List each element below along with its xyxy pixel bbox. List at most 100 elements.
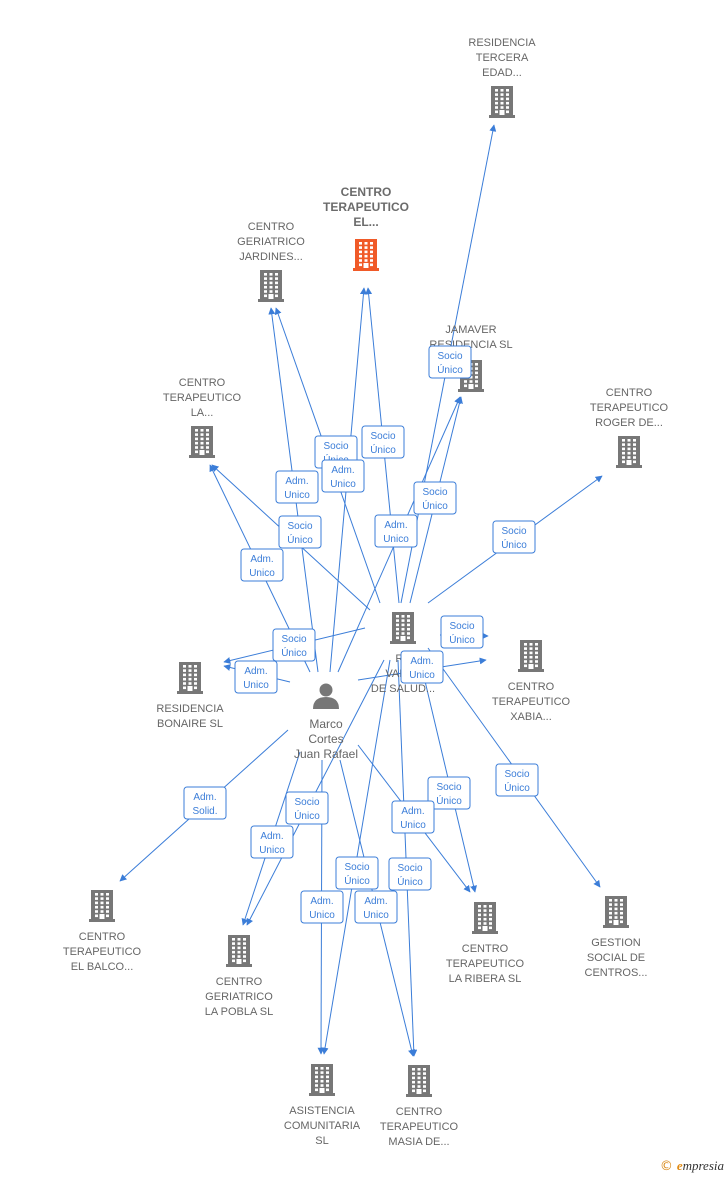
edge-label[interactable]: Adm.Unico <box>250 825 294 859</box>
edge-label-text: Único <box>437 363 463 376</box>
node-label: CENTRO <box>606 387 653 399</box>
node-label: ASISTENCIA <box>289 1105 355 1117</box>
edge-label[interactable]: Adm.Unico <box>300 890 344 924</box>
node-label: SL <box>315 1135 328 1147</box>
building-icon <box>472 902 498 934</box>
edge-label-text: Adm. <box>244 666 267 677</box>
edge-label-text: Socio <box>501 526 526 537</box>
edge-label-box <box>240 548 284 582</box>
edge-label-text: Único <box>449 633 475 646</box>
edge-label-text: Único <box>294 809 320 822</box>
edge-label[interactable]: Adm.Unico <box>240 548 284 582</box>
edge-label-box <box>354 890 398 924</box>
edge-labels-layer: SocioÚnicoSocioÚnicoSocioÚnicoSocioÚnico… <box>183 345 539 924</box>
node-label: TERAPEUTICO <box>63 946 142 958</box>
node-label: Cortes <box>308 732 343 746</box>
edge-label[interactable]: Adm. Unico <box>234 660 278 694</box>
edge-label-text: Único <box>436 794 462 807</box>
node-label: RESIDENCIA <box>156 703 224 715</box>
edge-label-box <box>374 514 418 548</box>
node-residencia-tercera[interactable]: RESIDENCIATERCERAEDAD... <box>468 37 536 118</box>
edge-label-box <box>492 520 536 554</box>
edge-label[interactable]: Adm.Unico <box>391 800 435 834</box>
node-label: TERCERA <box>476 52 529 64</box>
edge-label-text: Unico <box>330 479 356 490</box>
edge-label-text: Unico <box>243 680 269 691</box>
edge-label-text: Único <box>281 646 307 659</box>
empresia-brand[interactable]: ©empresia <box>660 1158 724 1174</box>
node-label: LA POBLA SL <box>205 1006 274 1018</box>
edge-label-text: Socio <box>287 521 312 532</box>
node-label: Juan Rafael <box>294 747 358 761</box>
edge-label-box <box>278 515 322 549</box>
node-label: CENTRO <box>248 221 295 233</box>
node-bonaire[interactable]: RESIDENCIA BONAIRE SL <box>156 662 224 730</box>
node-label: CENTRO <box>462 943 509 955</box>
edge-label-text: Adm. <box>250 554 273 565</box>
node-label: EL BALCO... <box>71 961 134 973</box>
building-icon <box>616 436 642 468</box>
node-label: CENTRO <box>179 377 226 389</box>
node-label: BONAIRE SL <box>157 718 223 730</box>
edge-label-box <box>388 857 432 891</box>
node-center-el[interactable]: CENTROTERAPEUTICOEL... <box>323 185 409 271</box>
edge-label[interactable]: Adm. Unico <box>400 650 444 684</box>
edge-label[interactable]: Adm. Unico <box>321 459 365 493</box>
node-label: TERAPEUTICO <box>163 392 242 404</box>
node-label: DE SALUD... <box>371 683 435 695</box>
node-geriatrico-jardines[interactable]: CENTROGERIATRICOJARDINES... <box>237 221 305 302</box>
edge-label-text: Socio <box>281 634 306 645</box>
node-label: CENTRO <box>216 976 263 988</box>
edge-label-box <box>285 791 329 825</box>
edge-label-text: Socio <box>437 351 462 362</box>
node-label: MASIA DE... <box>388 1136 449 1148</box>
node-label: Marco <box>309 717 343 731</box>
edge-label-text: Único <box>422 499 448 512</box>
node-balco[interactable]: CENTRO TERAPEUTICO EL BALCO... <box>63 890 142 973</box>
edge-label-box <box>428 345 472 379</box>
node-terapeutico-la[interactable]: CENTROTERAPEUTICOLA... <box>163 377 242 458</box>
nodes-layer: REVALENDE SALUD...CENTROTERAPEUTICOEL...… <box>63 37 669 1148</box>
edge-label-text: Socio <box>449 621 474 632</box>
edge-label-text: Unico <box>383 534 409 545</box>
node-xabia[interactable]: CENTROTERAPEUTICOXABIA... <box>492 640 571 723</box>
edge-label[interactable]: Adm.Unico <box>275 470 319 504</box>
edge-label-box <box>391 800 435 834</box>
node-label: CENTRO <box>79 931 126 943</box>
node-label: TERAPEUTICO <box>323 200 409 214</box>
edge-label-text: Adm. <box>193 792 216 803</box>
edge-label-text: Unico <box>409 670 435 681</box>
building-icon <box>189 426 215 458</box>
edge-label-box <box>234 660 278 694</box>
building-icon <box>518 640 544 672</box>
edge-label-text: Adm. <box>331 465 354 476</box>
edge-label[interactable]: Adm.Solid. <box>183 786 227 820</box>
edge-label-box <box>250 825 294 859</box>
edge-label-box <box>272 628 316 662</box>
edge-label-text: Adm. <box>410 656 433 667</box>
edge-label[interactable]: Adm.Unico <box>354 890 398 924</box>
edge-label-box <box>495 763 539 797</box>
edge-label-text: Unico <box>284 490 310 501</box>
edge-label[interactable]: Adm.Unico <box>374 514 418 548</box>
